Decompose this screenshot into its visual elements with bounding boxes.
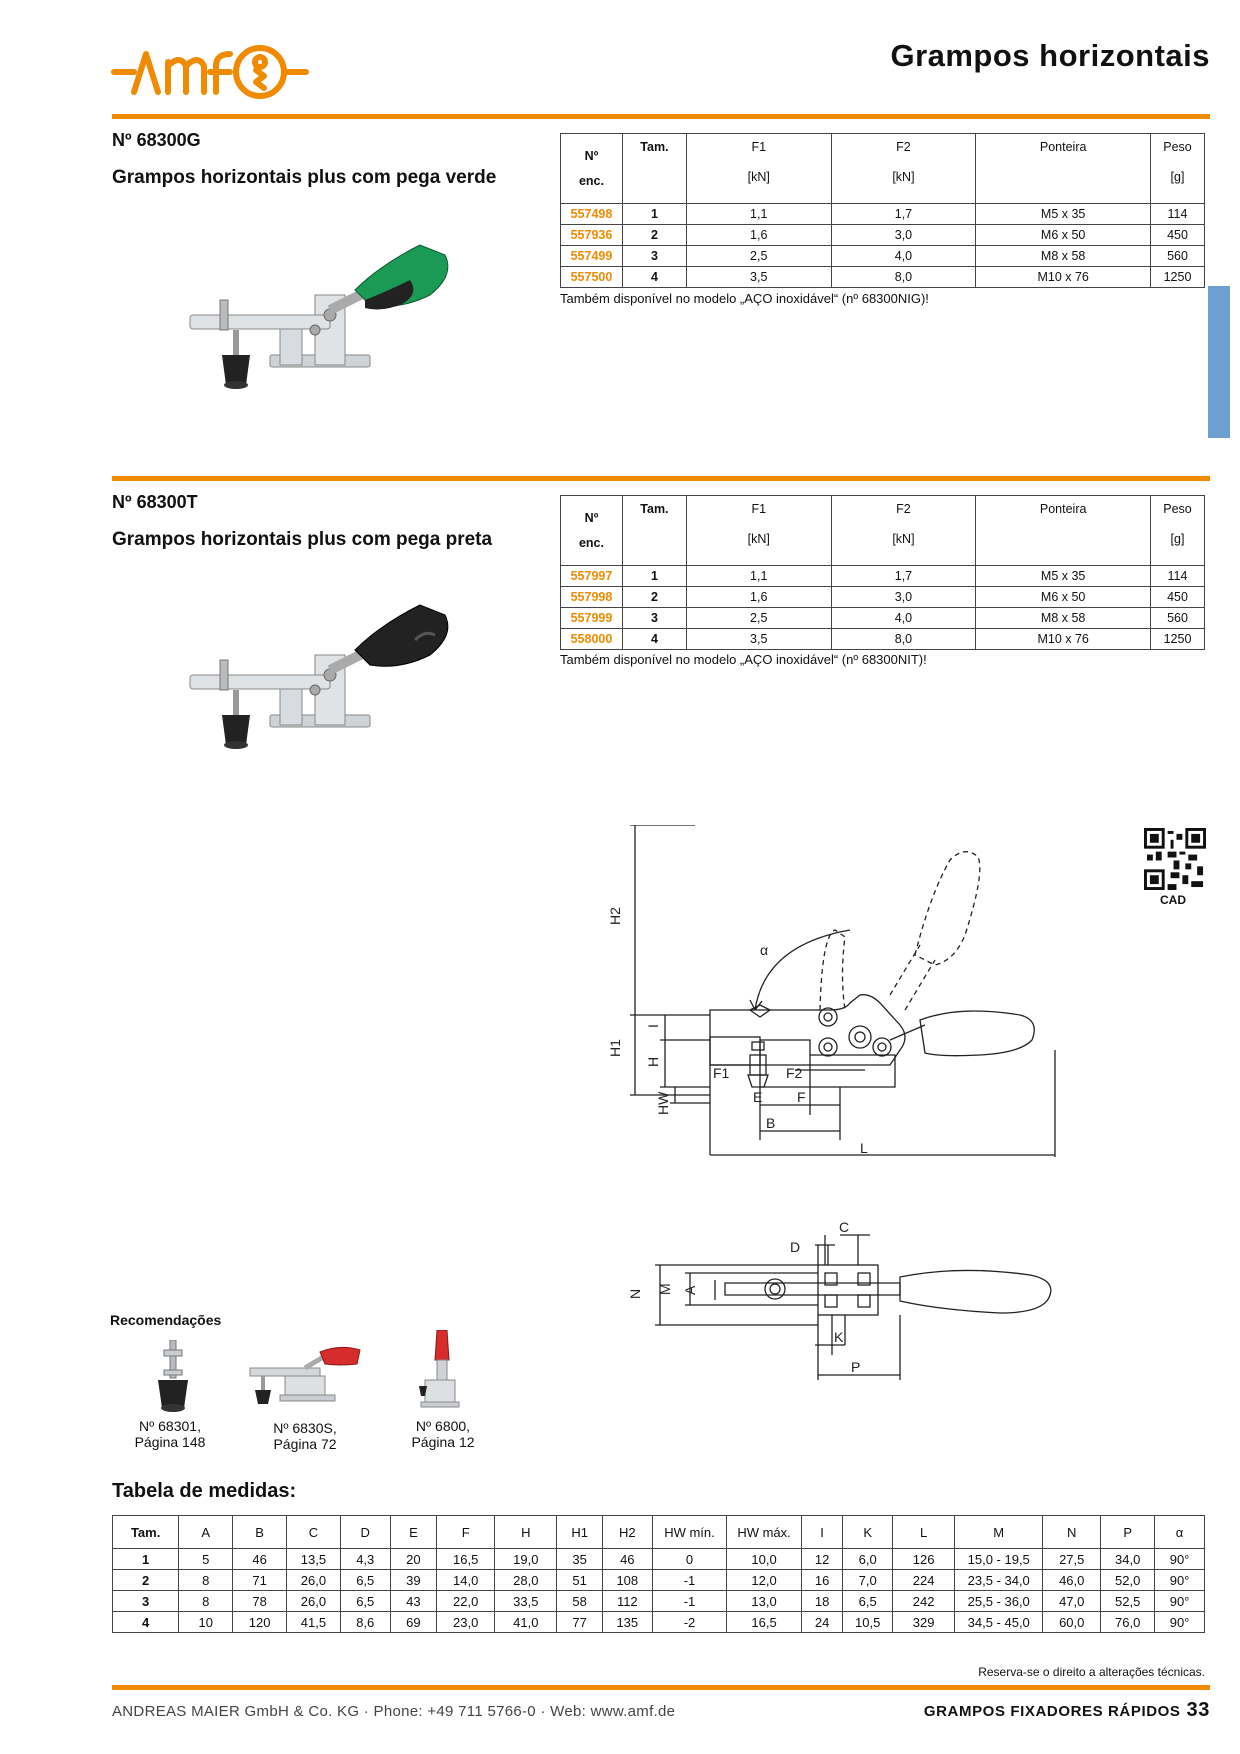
also-available-note: Também disponível no modelo „AÇO inoxidá… [560,652,927,667]
label-h: H [645,1057,661,1067]
rec-item[interactable]: Nº 6800,Página 12 [411,1418,475,1450]
order-code[interactable]: 557936 [560,224,623,246]
section-divider [112,476,1210,481]
col-f2: F2[kN] [830,495,977,566]
recommendations-title: Recomendações [110,1312,222,1328]
product-number: Nº 68300T [112,492,198,512]
product-description: Grampos horizontais plus com pega verde [112,167,497,188]
technical-drawing: H2 α H1 I H HW F1 F2 E F B L C D N M A K… [607,825,1056,1380]
label-e: E [753,1089,762,1105]
col-size: Tam. [621,133,687,204]
top-divider [112,114,1210,119]
label-a: A [682,1285,698,1295]
label-h2: H2 [607,907,623,925]
amf-logo [111,45,309,99]
table-row: 557499 3 2,5 4,0 M8 x 58 560 [560,245,1205,267]
label-c: C [839,1219,849,1235]
section-side-tab[interactable] [1208,286,1230,438]
footer-divider [112,1685,1210,1690]
label-alpha: α [760,942,768,958]
col-weight: Peso[g] [1150,495,1205,566]
label-f: F [797,1089,806,1105]
col-weight: Peso[g] [1150,133,1205,204]
label-n: N [627,1289,643,1299]
also-available-note: Também disponível no modelo „AÇO inoxidá… [560,291,929,306]
clamp-green-photo [189,244,449,389]
table-row: 557500 4 3,5 8,0 M10 x 76 1250 [560,266,1205,288]
order-code[interactable]: 557500 [560,266,623,288]
rec-horizontal-clamp-photo[interactable] [245,1340,365,1415]
product-description: Grampos horizontais plus com pega preta [112,529,493,550]
rec-item[interactable]: Nº 68301,Página 148 [134,1418,206,1450]
col-tip: Ponteira [975,133,1152,204]
label-h1: H1 [607,1039,623,1057]
footer-section: GRAMPOS FIXADORES RÁPIDOS 33 [924,1699,1210,1722]
company-info: ANDREAS MAIER GmbH & Co. KG · Phone: +49… [112,1703,676,1720]
col-size: Tam. [621,495,687,566]
rec-spindle-photo[interactable] [148,1340,198,1415]
col-f1: F1[kN] [685,133,832,204]
clamp-black-photo [189,604,449,749]
order-code[interactable]: 557498 [560,203,623,225]
cad-label: CAD [1160,893,1186,907]
label-hw: HW [655,1091,671,1115]
col-tip: Ponteira [975,495,1152,566]
page-number: 33 [1186,1699,1210,1721]
label-f1: F1 [713,1065,730,1081]
order-code[interactable]: 557999 [560,607,623,629]
label-b: B [766,1115,775,1131]
table-row: 557997 1 1,1 1,7 M5 x 35 114 [560,565,1205,587]
table-row: 557998 2 1,6 3,0 M6 x 50 450 [560,586,1205,608]
label-i: I [645,1024,661,1028]
order-code[interactable]: 557997 [560,565,623,587]
technical-changes-note: Reserva-se o direito a alterações técnic… [978,1665,1205,1679]
table-row: 557999 3 2,5 4,0 M8 x 58 560 [560,607,1205,629]
label-l: L [860,1140,868,1156]
table-row: 557498 1 1,1 1,7 M5 x 35 114 [560,203,1205,225]
table-row: 558000 4 3,5 8,0 M10 x 76 1250 [560,628,1205,650]
col-f2: F2[kN] [830,133,977,204]
product-number: Nº 68300G [112,130,201,150]
order-code[interactable]: 557998 [560,586,623,608]
order-code[interactable]: 557499 [560,245,623,267]
table-row: 557936 2 1,6 3,0 M6 x 50 450 [560,224,1205,246]
dimensions-title: Tabela de medidas: [112,1480,297,1502]
label-d: D [790,1239,800,1255]
rec-vertical-clamp-photo[interactable] [415,1330,465,1415]
section-name: GRAMPOS FIXADORES RÁPIDOS [923,1703,1181,1720]
rec-item[interactable]: Nº 6830S,Página 72 [273,1420,337,1452]
dimensions-table: Tam. A B C D E F H H1 H2 HW mín. HW máx.… [111,1515,1205,1633]
label-k: K [834,1329,844,1345]
label-m: M [657,1283,673,1295]
col-f1: F1[kN] [685,495,832,566]
label-p: P [851,1359,860,1375]
order-code[interactable]: 558000 [560,628,623,650]
label-f2: F2 [786,1065,803,1081]
page-title: Grampos horizontais [890,38,1210,73]
qr-code-icon[interactable] [1144,828,1206,890]
